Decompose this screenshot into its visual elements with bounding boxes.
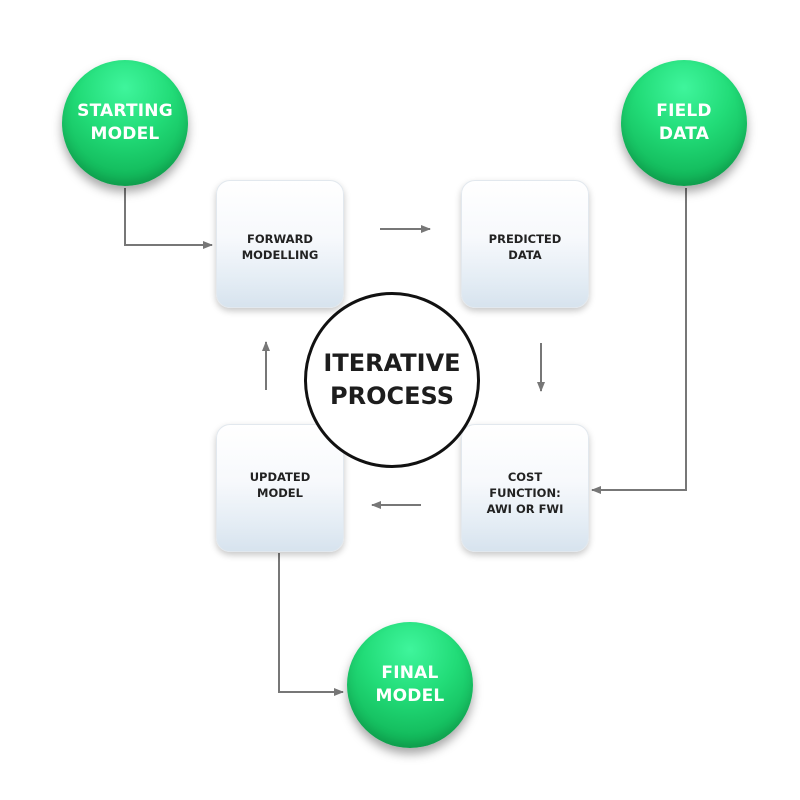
predicted-data-label: PREDICTED DATA — [462, 231, 588, 263]
updated-model-box: UPDATED MODEL — [216, 424, 344, 552]
starting-model-line1: STARTING — [77, 101, 173, 121]
updated-model-line1: UPDATED — [249, 470, 311, 484]
arrow-updated-to-final — [278, 553, 344, 696]
cost-function-line3: AWI OR FWI — [486, 502, 564, 516]
iterative-process-line2: PROCESS — [330, 382, 454, 410]
cost-function-box: COST FUNCTION: AWI OR FWI — [461, 424, 589, 552]
cost-function-line2: FUNCTION: — [489, 486, 561, 500]
field-data-line1: FIELD — [656, 101, 712, 121]
final-model-node: FINAL MODEL — [347, 622, 473, 748]
final-model-line1: FINAL — [381, 663, 439, 683]
forward-modelling-box: FORWARD MODELLING — [216, 180, 344, 308]
iterative-process-label: ITERATIVE PROCESS — [323, 347, 460, 413]
updated-model-label: UPDATED MODEL — [217, 469, 343, 501]
field-data-label: FIELD DATA — [656, 100, 712, 146]
field-data-line2: DATA — [658, 124, 710, 144]
forward-modelling-label: FORWARD MODELLING — [217, 231, 343, 263]
arrow-starting-to-forward — [124, 188, 213, 249]
iterative-process-line1: ITERATIVE — [323, 349, 461, 377]
predicted-data-line2: DATA — [508, 248, 542, 262]
predicted-data-box: PREDICTED DATA — [461, 180, 589, 308]
starting-model-label: STARTING MODEL — [77, 100, 173, 146]
predicted-data-line1: PREDICTED — [488, 232, 562, 246]
starting-model-node: STARTING MODEL — [62, 60, 188, 186]
final-model-line2: MODEL — [375, 686, 445, 706]
arrow-field-to-cost — [591, 188, 687, 494]
cost-function-label: COST FUNCTION: AWI OR FWI — [462, 469, 588, 517]
final-model-label: FINAL MODEL — [376, 662, 445, 708]
starting-model-line2: MODEL — [90, 124, 160, 144]
iterative-process-hub: ITERATIVE PROCESS — [304, 292, 480, 468]
updated-model-line2: MODEL — [257, 486, 303, 500]
field-data-node: FIELD DATA — [621, 60, 747, 186]
forward-modelling-line1: FORWARD — [247, 232, 313, 246]
forward-modelling-line2: MODELLING — [241, 248, 319, 262]
cost-function-line1: COST — [507, 470, 543, 484]
